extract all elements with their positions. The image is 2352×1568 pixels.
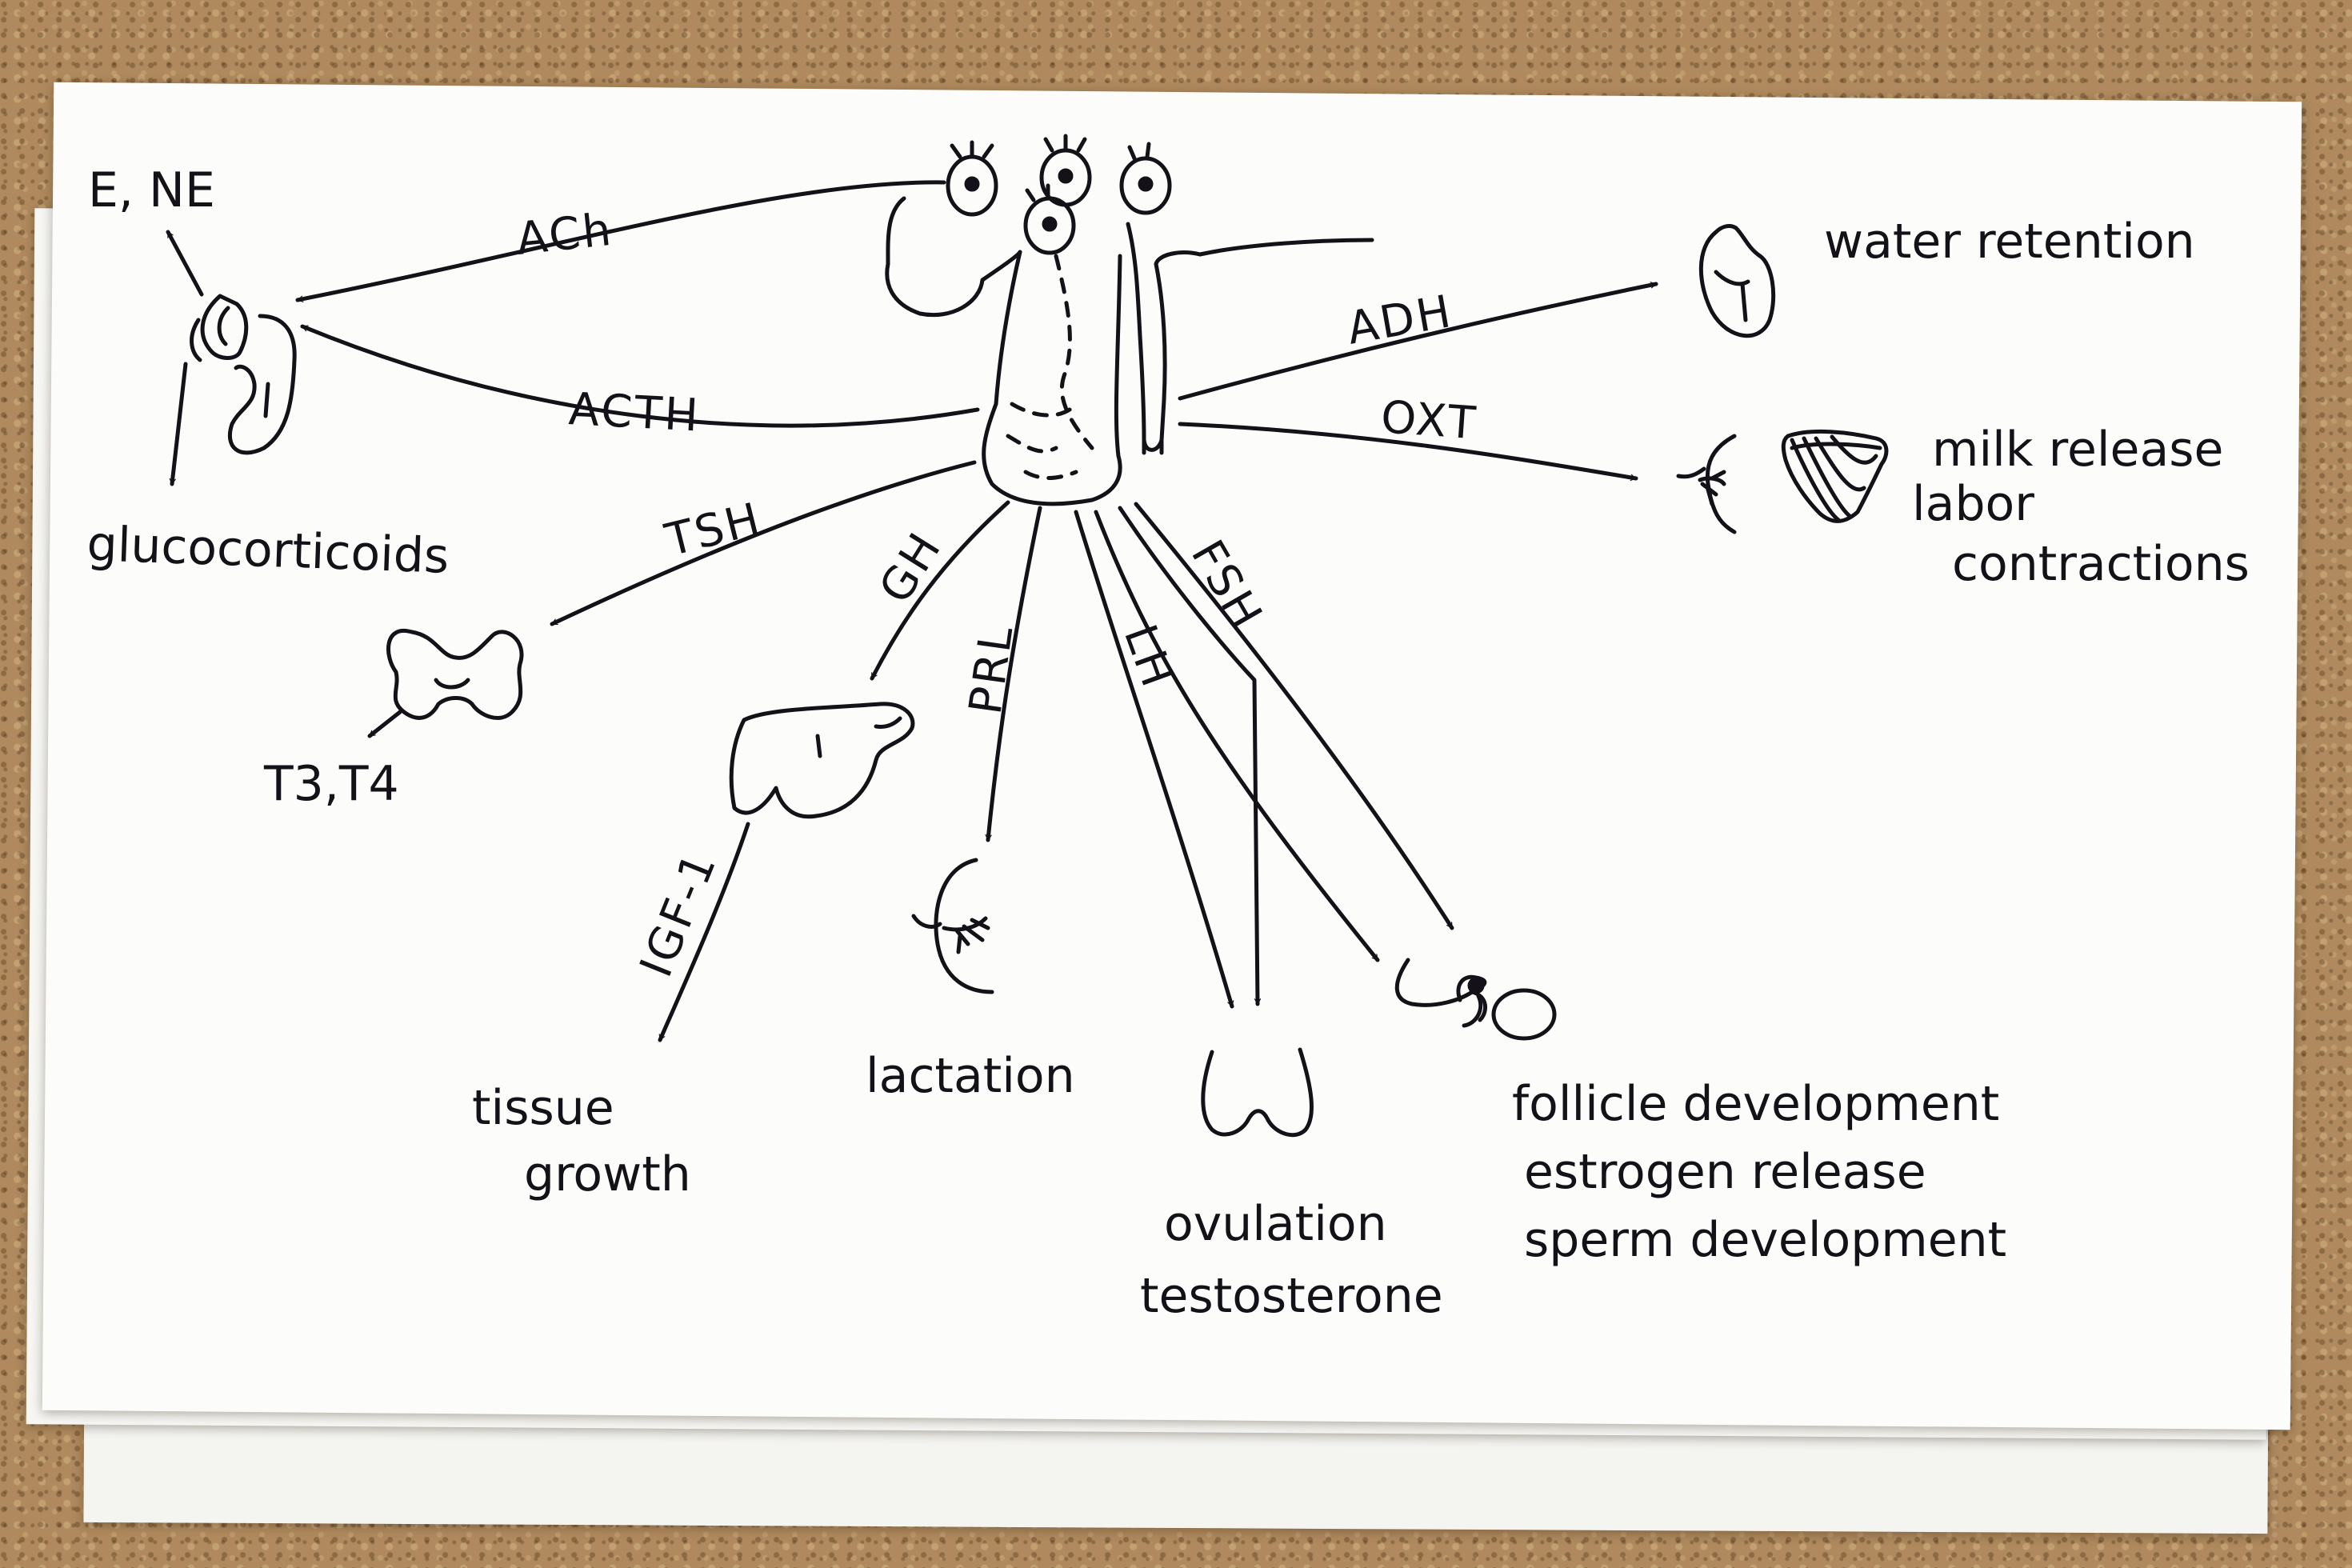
- hypothalamus-pituitary-drawing: [885, 134, 1374, 506]
- hormone-acth: ACTH: [567, 383, 702, 442]
- hypothalamus-outline: [885, 196, 1022, 318]
- reproductive-organ-icon: [1201, 1047, 1314, 1138]
- breast-icon: [1676, 434, 1737, 534]
- liver-icon: [729, 702, 915, 819]
- anterior-pituitary-outline: [982, 250, 1122, 506]
- arrow-gh: [870, 500, 1010, 681]
- arrow-to-glucocorticoids: [169, 362, 188, 486]
- arrow-to-t3-t4: [367, 710, 402, 738]
- arrow-lh-ovary: [1074, 510, 1234, 1009]
- effect-ovulation: ovulation: [1164, 1196, 1387, 1252]
- mammary-gland-icon: [911, 858, 994, 994]
- effect-tissue: tissue: [472, 1080, 614, 1136]
- thyroid-icon: [386, 628, 524, 720]
- effect-estrogen-release: estrogen release: [1524, 1144, 1926, 1200]
- hormone-oxt: OXT: [1379, 391, 1479, 450]
- kidney-icon: [1698, 224, 1776, 338]
- effect-lactation: lactation: [866, 1048, 1075, 1104]
- posterior-pituitary-outline: [1126, 222, 1202, 452]
- uterus-icon: [1781, 429, 1889, 523]
- arrow-lh-testis: [1094, 510, 1380, 962]
- effect-glucocorticoids: glucocorticoids: [86, 516, 450, 585]
- arrow-adh: [1178, 282, 1658, 401]
- effect-milk-release: milk release: [1932, 422, 2223, 478]
- arrow-oxt: [1178, 422, 1638, 482]
- hormone-lh: LH: [1114, 618, 1184, 696]
- hormone-fsh: FSH: [1181, 532, 1273, 640]
- effect-labor: labor: [1912, 476, 2034, 532]
- hormone-tsh: TSH: [660, 493, 767, 567]
- arrow-to-e-ne: [166, 230, 204, 297]
- effect-contractions: contractions: [1952, 536, 2250, 592]
- testis-sperm-icon: [1394, 958, 1557, 1041]
- arrow-prl: [985, 506, 1042, 842]
- arrow-ach: [295, 180, 946, 302]
- hormone-gh: GH: [870, 522, 953, 612]
- hormone-adh: ADH: [1343, 286, 1457, 355]
- effect-growth: growth: [524, 1146, 691, 1202]
- arrow-fsh-testis: [1134, 502, 1454, 930]
- arrow-acth: [300, 324, 980, 428]
- arrow-igf1: [658, 822, 750, 1042]
- neuron-cell-4: [1119, 156, 1172, 215]
- hormone-ach: ACh: [514, 204, 616, 266]
- arrow-fsh-ovary: [1118, 506, 1262, 1006]
- arrow-tsh: [550, 460, 977, 626]
- effect-testosterone: testosterone: [1140, 1268, 1443, 1324]
- effect-sperm-development: sperm development: [1524, 1212, 2006, 1268]
- effect-e-ne: E, NE: [88, 162, 215, 218]
- neuron-cell-3: [1023, 196, 1076, 255]
- hormone-prl: PRL: [959, 621, 1023, 718]
- effect-water-retention: water retention: [1824, 214, 2195, 270]
- adrenal-kidney-icon: [190, 294, 297, 455]
- effect-follicle-development: follicle development: [1512, 1076, 1999, 1132]
- effect-t3-t4: T3,T4: [263, 756, 399, 812]
